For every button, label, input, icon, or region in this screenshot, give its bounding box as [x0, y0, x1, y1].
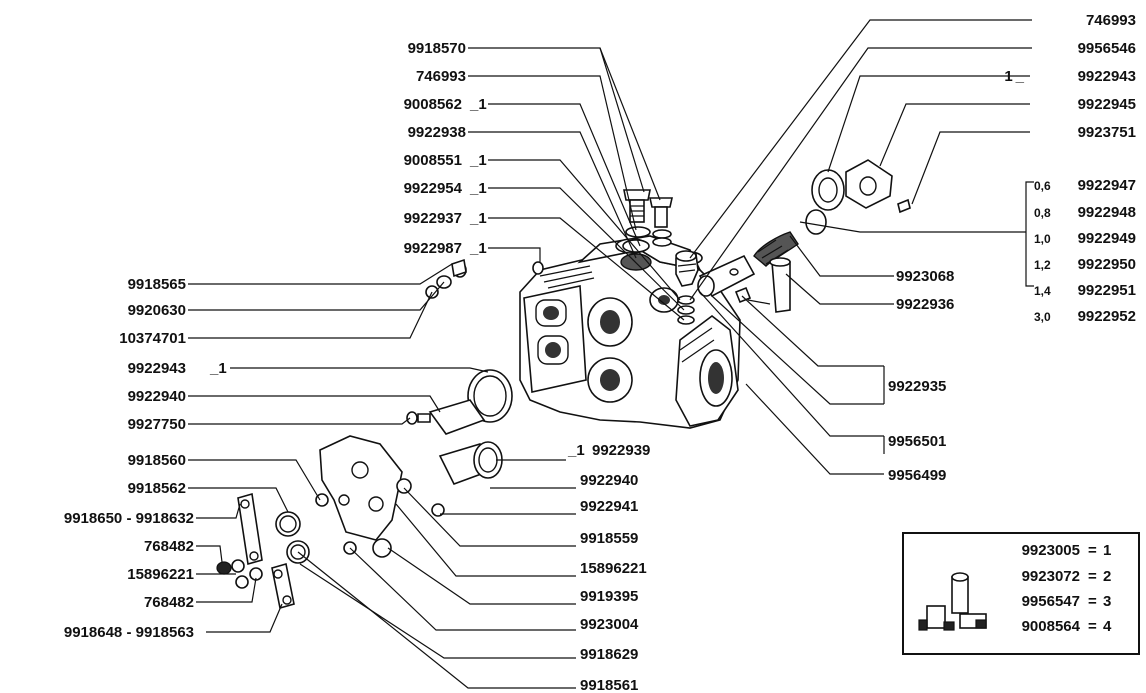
- kit-legend-row: 9008564 = 4: [1022, 618, 1112, 635]
- shim-part: 9922948: [1078, 204, 1136, 221]
- shim-part: 9922951: [1078, 282, 1136, 299]
- callout-label: 9922941: [580, 498, 638, 515]
- callout-label: 9918648 - 9918563: [64, 624, 194, 641]
- callout-label: 9922987: [404, 240, 462, 257]
- callout-label: 9922954: [404, 180, 463, 197]
- callout-label: 9918561: [580, 677, 638, 693]
- shim-thickness: 3,0: [1034, 310, 1051, 324]
- kit-legend-row: 9923005 = 1: [1022, 542, 1112, 559]
- callout-label: 9918570: [408, 40, 466, 57]
- callout-label: 9922935: [888, 378, 946, 395]
- callout-label: 9922937: [404, 210, 462, 227]
- kit-equals: =: [1088, 542, 1097, 559]
- callout-label: 9918559: [580, 530, 638, 547]
- kit-qty: 4: [1103, 618, 1112, 635]
- kit-legend-row: 9956547 = 3: [1022, 593, 1112, 610]
- callout-label: 9922943: [128, 360, 186, 377]
- callout-qty: 1 _: [1004, 68, 1024, 85]
- callout-label: 9922945: [1078, 96, 1136, 113]
- kit-illustration-icon: [918, 572, 987, 631]
- callout-label: 9918562: [128, 480, 186, 497]
- callout-label: 9922940: [580, 472, 638, 489]
- kit-equals: =: [1088, 618, 1097, 635]
- kit-part: 9008564: [1022, 618, 1081, 635]
- callout-label: 9922936: [896, 296, 954, 313]
- shim-thickness: 1,2: [1034, 258, 1051, 272]
- callout-label: 15896221: [580, 560, 647, 577]
- shim-options: 0,6 9922947 0,8 9922948 1,0 9922949 1,2 …: [1034, 177, 1136, 325]
- callout-qty: _1: [469, 180, 487, 197]
- kit-qty: 1: [1103, 542, 1111, 559]
- callout-label: 9008562: [404, 96, 462, 113]
- kit-part: 9923072: [1022, 568, 1080, 585]
- callout-label: 9920630: [128, 302, 186, 319]
- callout-label: 768482: [144, 538, 194, 555]
- shim-part: 9922950: [1078, 256, 1136, 273]
- shim-part: 9922952: [1078, 308, 1136, 325]
- callout-label: 9956546: [1078, 40, 1136, 57]
- callout-label: 9923068: [896, 268, 954, 285]
- callouts-center-bottom: _1 9922939 9922940 9922941 9918559 15896…: [567, 442, 650, 693]
- callout-label: 9918629: [580, 646, 638, 663]
- pump-housing: [519, 235, 741, 429]
- callout-qty: _1: [469, 96, 487, 113]
- shim-part: 9922949: [1078, 230, 1136, 247]
- callouts-right-mid: 9923068 9922936 9922935 9956501 9956499: [888, 268, 954, 484]
- callout-qty: _1: [469, 210, 487, 227]
- callout-label: 9922940: [128, 388, 186, 405]
- delivery-valve: [675, 250, 699, 325]
- callout-label: 9918560: [128, 452, 186, 469]
- callout-label: 746993: [1086, 12, 1136, 29]
- callout-label: 9956499: [888, 467, 946, 484]
- callout-label: 15896221: [127, 566, 194, 583]
- callout-label: 9919395: [580, 588, 638, 605]
- callout-label: 768482: [144, 594, 194, 611]
- callout-label: 746993: [416, 68, 466, 85]
- callout-label: 10374701: [119, 330, 186, 347]
- shim-thickness: 0,8: [1034, 206, 1051, 220]
- kit-equals: =: [1088, 568, 1097, 585]
- callout-label: 9922938: [408, 124, 466, 141]
- kit-qty: 3: [1103, 593, 1111, 610]
- callout-label: 9922939: [592, 442, 650, 459]
- kit-legend: 9923005 = 1 9923072 = 2 9956547 = 3 9008…: [902, 532, 1140, 655]
- callouts-right-top: 746993 9956546 1 _ 9922943 9922945 99237…: [1004, 12, 1136, 141]
- callouts-left-top: 9918570 746993 9008562 _1 9922938 900855…: [404, 40, 487, 257]
- callout-label: 9923004: [580, 616, 639, 633]
- callout-qty: _1: [209, 360, 227, 377]
- shim-thickness: 1,4: [1034, 284, 1051, 298]
- callout-label: 9918565: [128, 276, 186, 293]
- leader-lines: [188, 19, 1034, 689]
- kit-legend-frame: [902, 532, 1140, 655]
- kit-equals: =: [1088, 593, 1097, 610]
- callout-label: 9008551: [404, 152, 462, 169]
- callout-label: 9956501: [888, 433, 946, 450]
- callout-label: 9922943: [1078, 68, 1136, 85]
- shim-part: 9922947: [1078, 177, 1136, 194]
- callout-qty: _1: [469, 152, 487, 169]
- kit-part: 9923005: [1022, 542, 1080, 559]
- kit-legend-row: 9923072 = 2: [1022, 568, 1112, 585]
- callout-label: 9923751: [1078, 124, 1136, 141]
- kit-part: 9956547: [1022, 593, 1080, 610]
- control-plate: [216, 435, 412, 610]
- shim-thickness: 1,0: [1034, 232, 1051, 246]
- shim-thickness: 0,6: [1034, 179, 1051, 193]
- callout-label: 9927750: [128, 416, 186, 433]
- callout-qty: _1: [567, 442, 585, 459]
- kit-qty: 2: [1103, 568, 1111, 585]
- governor-assembly: [697, 159, 911, 313]
- callout-qty: _1: [469, 240, 487, 257]
- callouts-left: 9918565 9920630 10374701 9922943 _1 9922…: [64, 276, 227, 641]
- callout-label: 9918650 - 9918632: [64, 510, 194, 527]
